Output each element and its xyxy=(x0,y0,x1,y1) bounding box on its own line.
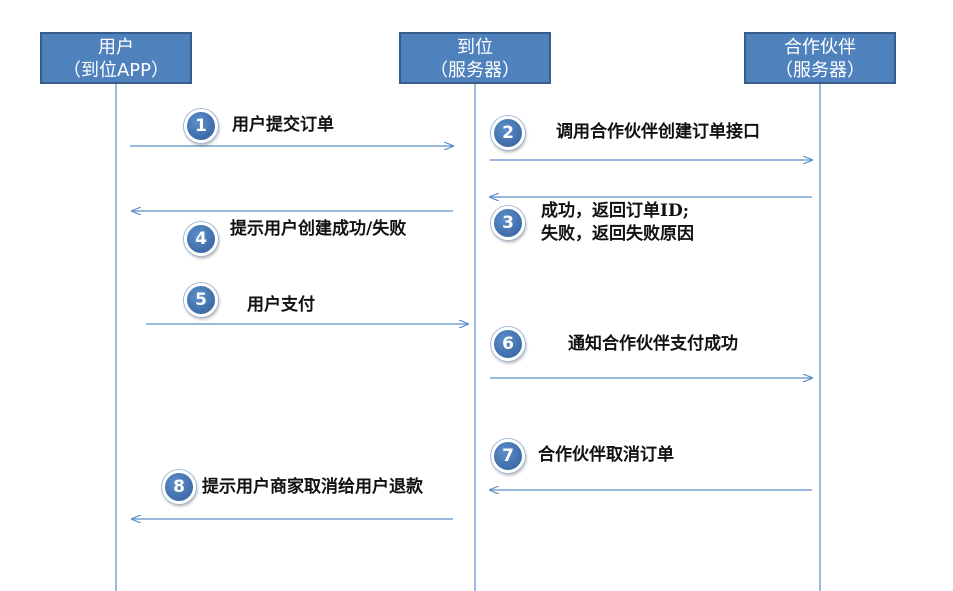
step-badge-4: 4 xyxy=(184,222,218,256)
step-label-3: 成功，返回订单ID; 失败，返回失败原因 xyxy=(541,200,694,246)
step-label-1: 用户提交订单 xyxy=(232,115,334,135)
step-label-5: 用户支付 xyxy=(247,295,315,315)
step-badge-5: 5 xyxy=(184,283,218,317)
step-badge-8: 8 xyxy=(162,470,196,504)
actor-partner-subtitle: （服务器） xyxy=(775,60,865,81)
actor-user-subtitle: （到位APP） xyxy=(62,60,170,81)
step-label-2: 调用合作伙伴创建订单接口 xyxy=(556,122,760,142)
actor-daowei-server: 到位 （服务器） xyxy=(399,32,551,84)
actor-daowei-name: 到位 xyxy=(457,37,493,58)
step-label-6: 通知合作伙伴支付成功 xyxy=(568,334,738,354)
actor-partner-server: 合作伙伴 （服务器） xyxy=(744,32,896,84)
step-label-3-failure: 失败，返回失败原因 xyxy=(541,224,694,244)
actor-user: 用户 （到位APP） xyxy=(40,32,192,84)
step-badge-2: 2 xyxy=(491,116,525,150)
step-badge-7: 7 xyxy=(491,439,525,473)
step-label-4: 提示用户创建成功/失败 xyxy=(230,219,407,239)
actor-daowei-subtitle: （服务器） xyxy=(430,60,520,81)
step-label-7: 合作伙伴取消订单 xyxy=(538,445,674,465)
step-badge-6: 6 xyxy=(491,327,525,361)
step-label-3-success: 成功，返回订单ID; xyxy=(541,201,689,221)
step-badge-3: 3 xyxy=(491,206,525,240)
step-badge-1: 1 xyxy=(184,109,218,143)
actor-user-name: 用户 xyxy=(98,37,134,58)
step-label-8: 提示用户商家取消给用户退款 xyxy=(202,477,423,497)
actor-partner-name: 合作伙伴 xyxy=(784,37,856,58)
